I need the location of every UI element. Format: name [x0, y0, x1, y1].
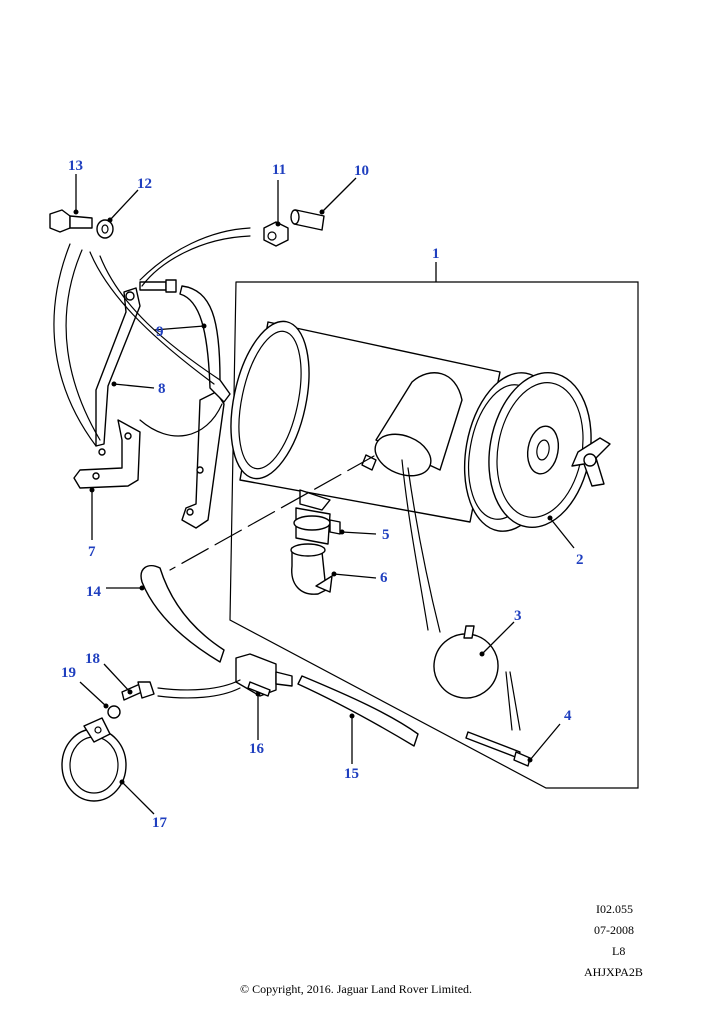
callout-19: 19	[61, 665, 76, 681]
callout-1: 1	[432, 246, 440, 262]
revision-date: 07-2008	[594, 923, 634, 937]
air-cleaner-housing	[230, 320, 501, 523]
connecting-line	[169, 455, 375, 571]
intake-snorkel	[361, 372, 463, 477]
callout-8: 8	[158, 381, 166, 397]
assembly-outline	[229, 281, 639, 789]
callout-7: 7	[88, 544, 96, 560]
support-strap	[95, 285, 231, 447]
rod	[465, 731, 531, 767]
leader-lines	[75, 174, 575, 815]
callout-2: 2	[576, 552, 584, 568]
callout-18: 18	[85, 651, 100, 667]
clamp	[61, 717, 127, 802]
screw	[121, 681, 155, 701]
callout-15: 15	[344, 766, 359, 782]
callout-3: 3	[514, 608, 522, 624]
callout-16: 16	[249, 741, 265, 757]
connecting-line	[53, 243, 101, 447]
washer	[96, 219, 114, 239]
model-variant: L8	[612, 944, 626, 958]
callout-5: 5	[382, 527, 390, 543]
connecting-line	[505, 671, 521, 731]
callout-9: 9	[156, 324, 164, 340]
copyright-notice: © Copyright, 2016. Jaguar Land Rover Lim…	[239, 982, 473, 996]
connecting-line	[401, 459, 441, 633]
callout-12: 12	[137, 176, 152, 192]
check-valve	[235, 653, 293, 697]
mounting-bracket	[73, 391, 225, 529]
elbow-hose	[290, 507, 341, 595]
callout-6: 6	[380, 570, 388, 586]
callout-4: 4	[564, 708, 572, 724]
strap-stud	[139, 279, 177, 293]
callout-17: 17	[152, 815, 168, 831]
reference-number: I02.055	[596, 902, 633, 916]
callout-10: 10	[354, 163, 369, 179]
callout-11: 11	[272, 162, 286, 178]
connecting-line	[139, 227, 251, 287]
vacuum-hose	[297, 675, 419, 747]
nut	[263, 221, 289, 247]
sleeve	[290, 209, 325, 231]
callout-14: 14	[86, 584, 102, 600]
connecting-line	[157, 679, 241, 699]
end-cover	[463, 371, 611, 532]
gasket-cap	[433, 625, 499, 699]
connecting-line	[89, 251, 221, 385]
illustration-code: AHJXPA2B	[584, 965, 643, 979]
bolt	[49, 209, 93, 233]
callout-13: 13	[68, 158, 83, 174]
breather-hose	[140, 564, 225, 663]
small-washer	[107, 705, 121, 719]
leader-dots	[73, 209, 553, 785]
